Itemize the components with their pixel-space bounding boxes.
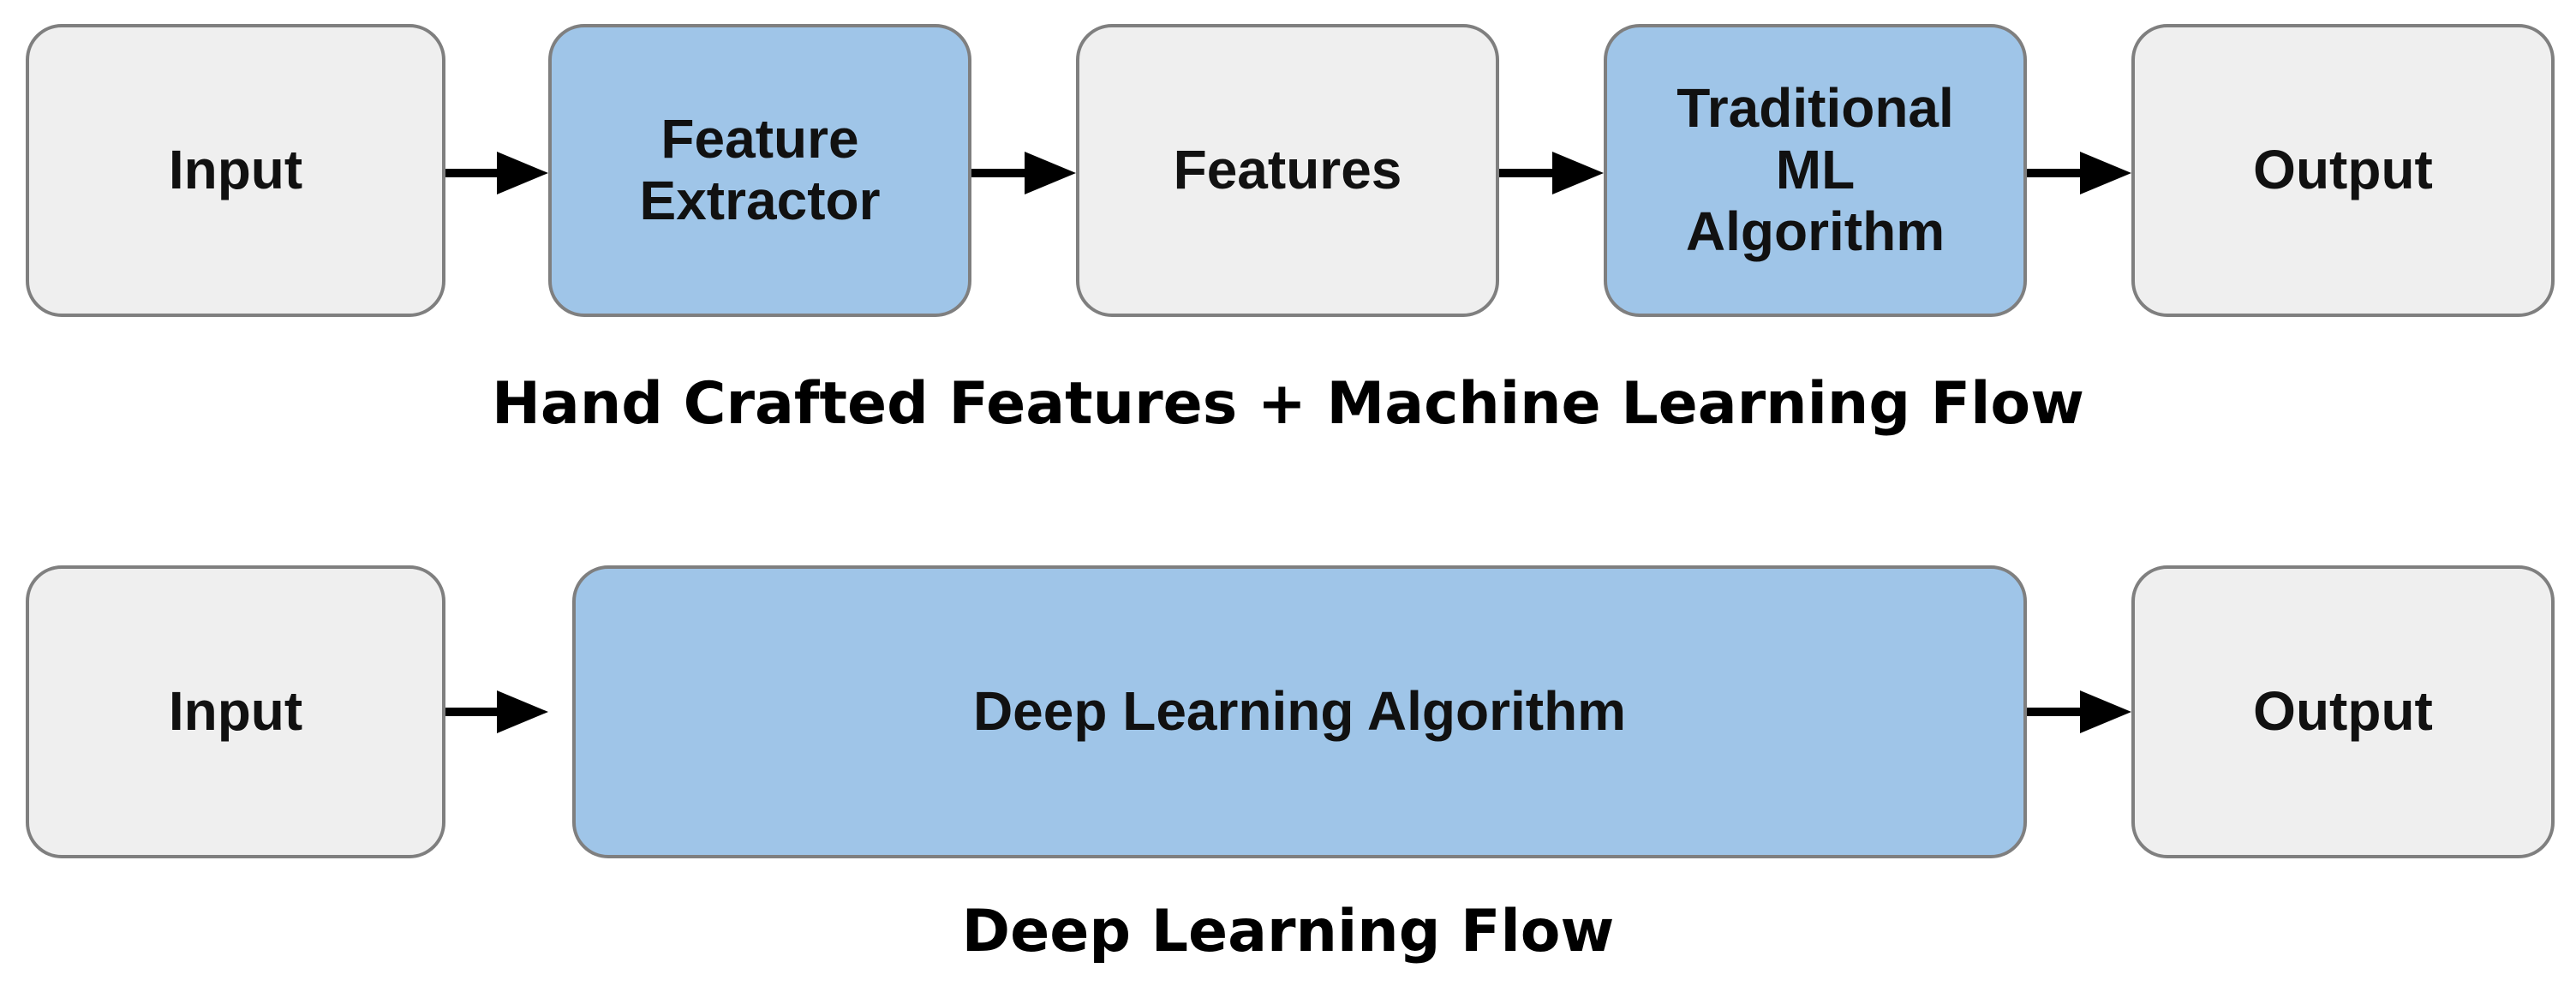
arrow-shaft <box>971 169 1028 177</box>
top-traditional-ml-box: Traditional ML Algorithm <box>1604 24 2027 317</box>
top-arrow-4 <box>2027 152 2131 194</box>
top-features-box: Features <box>1076 24 1499 317</box>
top-arrow-3 <box>1499 152 1604 194</box>
bottom-output-box: Output <box>2131 565 2555 858</box>
arrow-shaft <box>445 169 500 177</box>
arrow-shaft <box>2027 708 2083 716</box>
top-arrow-2 <box>971 152 1076 194</box>
arrow-shaft <box>1499 169 1556 177</box>
top-flow-caption: Hand Crafted Features + Machine Learning… <box>492 370 2084 438</box>
top-arrow-1 <box>445 152 548 194</box>
top-feature-extractor-box: Feature Extractor <box>548 24 971 317</box>
arrow-head-icon <box>497 690 548 733</box>
arrow-shaft <box>445 708 500 716</box>
top-input-box: Input <box>26 24 445 317</box>
bottom-flow-caption: Deep Learning Flow <box>961 898 1615 965</box>
arrow-head-icon <box>2080 690 2131 733</box>
arrow-head-icon <box>2080 152 2131 194</box>
bottom-deep-learning-box: Deep Learning Algorithm <box>572 565 2027 858</box>
arrow-head-icon <box>1025 152 1076 194</box>
arrow-head-icon <box>497 152 548 194</box>
bottom-arrow-1 <box>445 690 548 733</box>
bottom-input-box: Input <box>26 565 445 858</box>
arrow-shaft <box>2027 169 2083 177</box>
top-output-box: Output <box>2131 24 2555 317</box>
bottom-arrow-2 <box>2027 690 2131 733</box>
arrow-head-icon <box>1552 152 1604 194</box>
